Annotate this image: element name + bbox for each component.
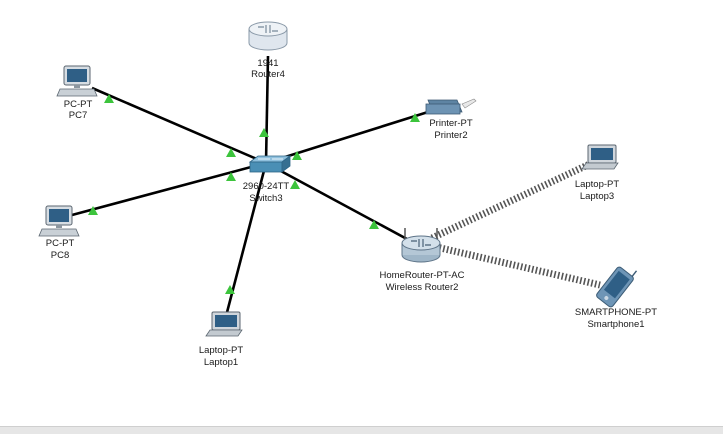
horizontal-scrollbar[interactable] — [0, 426, 723, 434]
link-status-up-icon — [292, 151, 302, 160]
printer-icon — [425, 98, 477, 115]
link-switch3-printer2[interactable] — [265, 110, 429, 165]
device-pc8[interactable]: PC-PT PC8 — [38, 205, 80, 261]
wireless-link-wrouter2-laptop3[interactable] — [430, 158, 596, 242]
device-model-label: 1941 — [257, 58, 278, 69]
link-status-up-icon — [369, 220, 379, 229]
device-model-label: PC-PT — [46, 238, 75, 249]
link-status-up-icon — [290, 180, 300, 189]
router-icon — [248, 21, 288, 51]
device-model-label: 2960-24TT — [243, 181, 290, 192]
link-switch3-router4[interactable] — [264, 55, 270, 164]
device-name-label: Printer2 — [434, 130, 467, 141]
device-model-label: HomeRouter-PT-AC — [380, 270, 465, 281]
device-smartphone1[interactable]: SMARTPHONE-PT Smartphone1 — [575, 260, 657, 330]
link-status-up-icon — [226, 172, 236, 181]
link-switch3-wrouter2[interactable] — [265, 161, 419, 247]
link-status-up-icon — [225, 285, 235, 294]
link-switch3-pc8[interactable] — [71, 161, 267, 217]
device-name-label: Router4 — [251, 69, 285, 80]
link-status-up-icon — [104, 94, 114, 103]
device-model-label: Printer-PT — [429, 118, 472, 129]
device-name-label: PC7 — [69, 110, 87, 121]
device-wireless-router2[interactable]: HomeRouter-PT-AC Wireless Router2 — [380, 228, 465, 293]
device-printer2[interactable]: Printer-PT Printer2 — [425, 98, 477, 141]
link-switch3-pc7[interactable] — [91, 86, 267, 165]
device-laptop3[interactable]: Laptop-PT Laptop3 — [575, 144, 620, 202]
link-status-indicators — [88, 94, 420, 294]
device-name-label: Wireless Router2 — [386, 282, 459, 293]
device-model-label: SMARTPHONE-PT — [575, 307, 657, 318]
pc-icon — [38, 205, 80, 237]
link-status-up-icon — [410, 113, 420, 122]
device-name-label: Smartphone1 — [587, 319, 644, 330]
laptop-icon — [581, 144, 619, 170]
device-name-label: Laptop1 — [204, 357, 238, 368]
link-status-up-icon — [226, 148, 236, 157]
smartphone-icon — [596, 266, 638, 308]
device-name-label: Laptop3 — [580, 191, 614, 202]
device-switch3[interactable]: 2960-24TT Switch3 — [243, 155, 292, 204]
link-status-up-icon — [259, 128, 269, 137]
device-router4[interactable]: 1941 Router4 — [248, 21, 288, 80]
device-laptop1[interactable]: Laptop-PT Laptop1 — [199, 311, 244, 368]
laptop-icon — [205, 311, 243, 337]
device-model-label: Laptop-PT — [199, 345, 244, 356]
wireless-router-icon — [401, 228, 441, 263]
device-model-label: PC-PT — [64, 99, 93, 110]
pc-icon — [56, 65, 98, 97]
device-pc7[interactable]: PC-PT PC7 — [56, 65, 98, 121]
device-name-label: PC8 — [51, 250, 69, 261]
link-status-up-icon — [88, 206, 98, 215]
links-layer — [71, 55, 601, 321]
device-model-label: Laptop-PT — [575, 179, 620, 190]
switch-icon — [248, 155, 292, 173]
device-name-label: Switch3 — [249, 193, 282, 204]
